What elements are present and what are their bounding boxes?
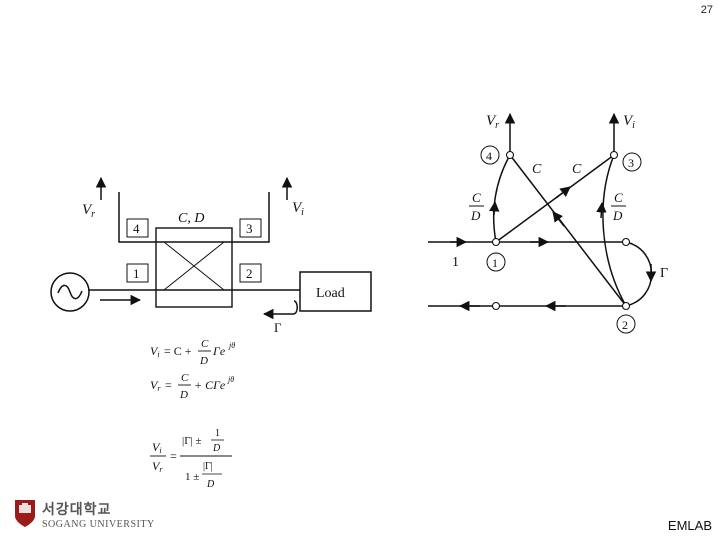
node-2b [491, 301, 501, 311]
svg-text:4: 4 [133, 221, 140, 236]
coupler-box [155, 227, 233, 308]
port-4: 4 [126, 218, 149, 238]
footer-lab-name: EMLAB [667, 518, 712, 533]
node-1b [621, 237, 631, 247]
node-3 [609, 150, 619, 160]
svg-text:Vr: Vr [152, 459, 163, 474]
equation-vr: Vr = C D + CΓe jθ [150, 372, 234, 401]
branch-label-cd-left: C D [469, 190, 484, 223]
svg-text:C: C [472, 190, 481, 205]
svg-text:|Γ| ±: |Γ| ± [182, 435, 202, 447]
branch-1-to-4 [492, 154, 511, 243]
svg-text:2: 2 [246, 266, 253, 281]
branch-label-c-left: C [532, 162, 542, 177]
port-2: 2 [239, 263, 262, 283]
branch-label-c-right: C [572, 162, 582, 177]
node-label-2: 2 [616, 314, 636, 334]
svg-text:Vi: Vi [150, 344, 160, 359]
svg-text:1: 1 [492, 256, 498, 270]
vr-label-graph: Vr [486, 113, 499, 131]
svg-text:=: = [170, 449, 177, 463]
svg-text:jθ: jθ [227, 375, 234, 384]
node-label-4: 4 [480, 145, 500, 165]
source-icon [50, 272, 90, 312]
node-4 [505, 150, 515, 160]
vi-label: Vi [292, 200, 304, 218]
sogang-logo: 서강대학교 SOGANG UNIVERSITY [12, 498, 155, 534]
node-label-1: 1 [486, 252, 506, 272]
svg-text:2: 2 [622, 318, 628, 332]
svg-text:1 ±: 1 ± [185, 471, 199, 483]
branch-1-to-3 [495, 154, 615, 243]
svg-text:Γe: Γe [212, 344, 226, 358]
svg-text:C: C [181, 372, 189, 384]
svg-text:D: D [179, 389, 188, 401]
svg-text:D: D [199, 355, 208, 367]
svg-text:D: D [206, 479, 215, 490]
svg-text:1: 1 [133, 266, 140, 281]
svg-text:1: 1 [215, 428, 220, 439]
signal-flow-graph: Vr Vi Γ C C C D C [428, 112, 668, 334]
coupler-schematic: Vr Vi C, D 4 3 1 2 [50, 176, 372, 335]
svg-text:= C +: = C + [164, 344, 192, 358]
vr-label: Vr [82, 202, 95, 220]
equation-vi: Vi = C + C D Γe jθ [150, 338, 235, 367]
logo-korean: 서강대학교 [42, 502, 112, 518]
gamma-loop [625, 241, 653, 307]
gamma-label-right: Γ [660, 266, 668, 281]
svg-text:|Γ|: |Γ| [203, 461, 213, 472]
branch-label-cd-right: C D [611, 190, 626, 223]
node-2 [621, 301, 631, 311]
svg-text:Vr: Vr [150, 378, 161, 393]
svg-text:Vi: Vi [152, 440, 162, 455]
port-1: 1 [126, 263, 149, 283]
load-label: Load [316, 286, 345, 301]
svg-text:D: D [470, 208, 481, 223]
input-label: 1 [452, 255, 459, 270]
logo-english: SOGANG UNIVERSITY [42, 519, 155, 530]
equation-ratio: Vi Vr = |Γ| ± 1 D 1 ± |Γ| D [150, 428, 232, 490]
svg-text:D: D [612, 208, 623, 223]
svg-text:3: 3 [628, 156, 634, 170]
svg-text:4: 4 [486, 149, 492, 163]
svg-text:=: = [165, 378, 172, 392]
page-number: 27 [700, 4, 713, 16]
load-box [299, 271, 372, 312]
svg-text:C: C [614, 190, 623, 205]
node-1 [491, 237, 501, 247]
svg-text:jθ: jθ [228, 341, 235, 350]
svg-text:C: C [201, 338, 209, 350]
svg-text:D: D [212, 443, 221, 454]
branch-2-to-4 [509, 154, 627, 307]
svg-text:+ CΓe: + CΓe [194, 378, 226, 392]
node-label-3: 3 [622, 152, 642, 172]
coupler-label: C, D [178, 211, 204, 226]
reflection-arrow [262, 300, 298, 320]
gamma-label-left: Γ [274, 320, 282, 335]
seal-icon [15, 500, 35, 527]
port-3: 3 [239, 218, 262, 238]
svg-text:3: 3 [246, 221, 253, 236]
vi-label-graph: Vi [623, 113, 635, 131]
branch-2-to-3 [602, 154, 627, 307]
